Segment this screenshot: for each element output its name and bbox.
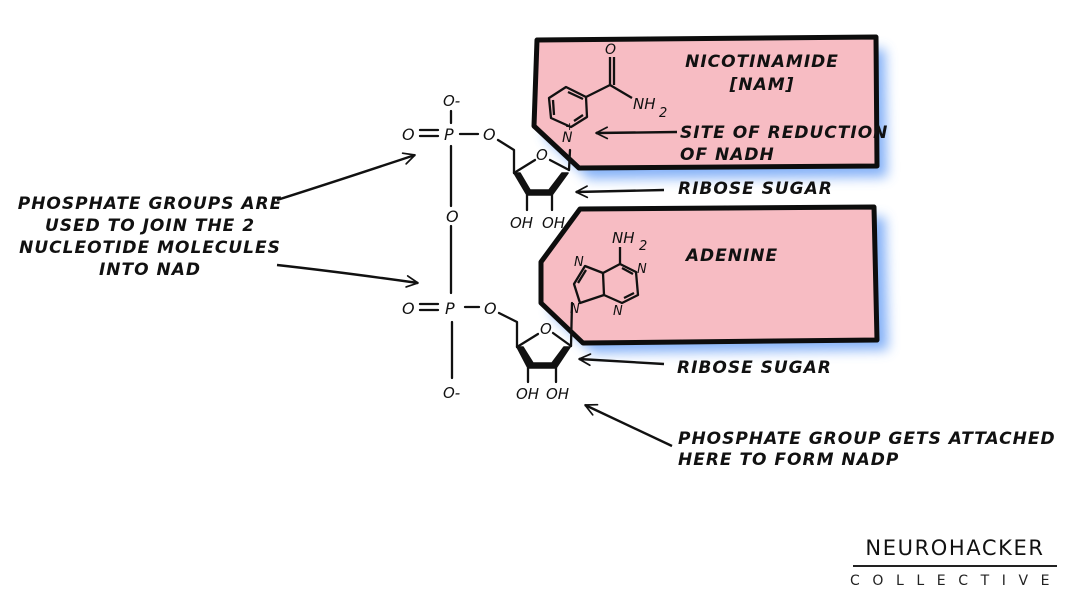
top-ribose-oh-2: OH (510, 214, 533, 232)
arrow-to-bottom-phosphate (276, 263, 419, 288)
top-phosphate-link-o: O (483, 125, 496, 144)
bottom-phosphate-double-o: O (402, 299, 415, 318)
bottom-phosphate-link-o: O (484, 299, 497, 318)
bottom-ribose-oh-2: OH (516, 385, 539, 403)
phosphate-join-line4: INTO NAD (99, 260, 201, 280)
adenine-n9-label: N (570, 302, 580, 317)
adenine-amine-subscript: 2 (639, 239, 647, 254)
site-of-reduction-label-line1: SITE OF REDUCTION (680, 123, 888, 143)
logo-neurohacker: NEUROHACKER (865, 536, 1045, 560)
nicotinamide-box-shape (531, 34, 880, 171)
ribose-bottom-label: RIBOSE SUGAR (677, 358, 832, 378)
adenine-box-shape (538, 204, 880, 346)
top-ribose: O OH OH (496, 138, 572, 232)
arrow-to-top-phosphate (276, 152, 416, 202)
ribose-bottom-arrow (578, 353, 665, 367)
amide-subscript: 2 (659, 106, 667, 121)
nicotinamide-title: NICOTINAMIDE (685, 52, 839, 72)
nadp-annotation: PHOSPHATE GROUP GETS ATTACHED HERE TO FO… (584, 403, 1056, 470)
phosphate-join-annotation: PHOSPHATE GROUPS ARE USED TO JOIN THE 2 … (18, 152, 419, 288)
logo-collective: COLLECTIVE (850, 573, 1063, 589)
top-phosphate-double-o: O (402, 125, 415, 144)
amide-label: NH (633, 95, 656, 113)
top-phosphate-o-minus: O- (443, 92, 460, 110)
site-of-reduction-label-line2: OF NADH (680, 145, 775, 165)
nadp-label-line1: PHOSPHATE GROUP GETS ATTACHED (678, 429, 1056, 449)
adenine-title: ADENINE (684, 246, 778, 266)
carbonyl-oxygen-label: O (605, 42, 616, 58)
purine-ring (572, 247, 640, 305)
adenine-n3-label: N (613, 304, 623, 319)
top-phosphorus: P (444, 125, 454, 144)
adenine-n7-label: N (574, 255, 584, 270)
pyridinium-ring (547, 57, 633, 129)
adenine-amine-label: NH (612, 229, 635, 247)
bottom-phosphorus: P (445, 299, 455, 318)
top-ribose-ring-oxygen: O (536, 146, 548, 164)
phosphate-join-line1: PHOSPHATE GROUPS ARE (18, 194, 283, 214)
pyridinium-charge-label: + (565, 120, 574, 133)
ribose-top-annotation: RIBOSE SUGAR (575, 179, 833, 199)
adenine-n1-label: N (637, 262, 647, 277)
bridge-oxygen: O (446, 207, 459, 226)
ribose-top-label: RIBOSE SUGAR (678, 179, 833, 199)
logo-divider (853, 565, 1057, 567)
site-of-reduction-arrow (595, 126, 678, 140)
nicotinamide-subtitle: [NAM] (729, 75, 795, 95)
bottom-ribose: O OH OH (497, 301, 574, 403)
bottom-phosphate-o-minus: O- (443, 384, 460, 402)
adenine-box: ADENINE NH 2 N N N N (538, 204, 888, 353)
nicotinamide-box: NICOTINAMIDE [NAM] SITE OF REDUCTION OF … (531, 34, 888, 179)
pyridinium-nitrogen-label: N (562, 130, 573, 146)
ribose-bottom-annotation: RIBOSE SUGAR (578, 353, 832, 378)
bottom-ribose-oh-3: OH (546, 385, 569, 403)
phosphate-join-line3: NUCLEOTIDE MOLECULES (19, 238, 281, 258)
nadp-label-line2: HERE TO FORM NADP (678, 450, 899, 470)
bottom-ribose-ring-oxygen: O (540, 320, 552, 338)
top-ribose-oh-3: OH (542, 214, 565, 232)
ribose-top-arrow (575, 185, 665, 199)
phosphate-join-line2: USED TO JOIN THE 2 (45, 216, 255, 236)
phosphate-backbone: O- O P O O O P O O- (402, 92, 497, 402)
nadp-arrow (584, 403, 673, 448)
